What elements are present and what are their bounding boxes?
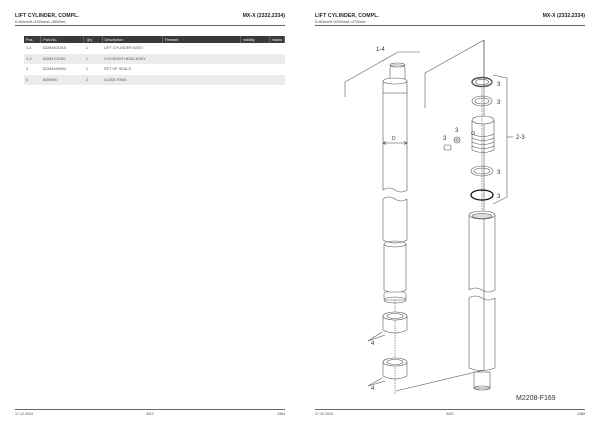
cell-validity xyxy=(241,64,270,75)
callout-seal-3: 3 xyxy=(497,170,501,176)
cell-remark xyxy=(163,43,241,54)
callout-seal-3: 3 xyxy=(497,100,501,106)
cylinder-head-drawing xyxy=(443,74,513,212)
footer-divider xyxy=(15,409,285,410)
footer-page-number: 1365 xyxy=(577,412,585,416)
header-divider xyxy=(315,25,585,26)
callout-seal-3: 3 xyxy=(497,194,501,200)
footer-page-fraction: 8/12 xyxy=(146,412,154,416)
cell-description: GUIDE RING xyxy=(102,74,163,85)
figure-id: M2208-F169 xyxy=(516,395,556,402)
cell-part-no: 52284469904 xyxy=(42,67,67,72)
page-title: LIFT CYLINDER, COMPL. xyxy=(315,13,380,19)
callout-guide-4: 4 xyxy=(371,386,375,392)
cell-qty: 1 xyxy=(85,46,89,51)
drawing-page: LIFT CYLINDER, COMPL. D=50mm/H=3250mm/L=… xyxy=(300,0,600,425)
cell-part-no: 52284401615 xyxy=(42,46,67,51)
model-label: MX-X (2332,2334) xyxy=(542,13,585,19)
bracket-1-4 xyxy=(344,51,420,97)
page-subtitle: D=50mm/H=3250mm/L=3700mm xyxy=(315,19,366,24)
piston-rod-drawing xyxy=(382,62,408,395)
callout-diameter: D xyxy=(392,136,396,142)
cell-pos: 4 xyxy=(24,74,41,85)
cell-marks xyxy=(269,64,284,75)
cell-pos: 1-4 xyxy=(26,46,32,51)
callout-seal-3: 3 xyxy=(455,128,459,134)
cell-remark xyxy=(162,74,241,85)
page-title: LIFT CYLINDER, COMPL. xyxy=(15,13,80,19)
cell-qty: 1 xyxy=(85,67,89,72)
cell-part-no: 8459930 xyxy=(40,74,84,85)
footer-page-fraction: 8/12 xyxy=(446,412,454,416)
footer-divider xyxy=(315,409,585,410)
cell-marks xyxy=(269,53,285,64)
cell-remark xyxy=(163,64,241,75)
callout-seal-3: 3 xyxy=(497,82,501,88)
col-header-validity: validity xyxy=(240,36,270,43)
header-divider xyxy=(15,25,285,26)
cell-qty: 1 xyxy=(83,53,103,64)
callout-seal-3: 3 xyxy=(443,136,447,142)
cylinder-tube-drawing xyxy=(468,210,496,391)
cell-validity xyxy=(241,43,270,54)
cell-qty: 2 xyxy=(83,74,103,85)
col-header-marks: marks xyxy=(269,36,286,43)
table-row: 3 52284469904 1 SET OF SEALS xyxy=(24,64,285,75)
col-header-part-no: Part-No. xyxy=(40,36,85,43)
cell-validity xyxy=(240,74,270,85)
cell-marks xyxy=(269,43,284,54)
guide-ring-drawing xyxy=(367,311,408,387)
cell-part-no: 52284701001 xyxy=(40,53,84,64)
cell-marks xyxy=(269,74,285,85)
cell-validity xyxy=(240,53,270,64)
col-header-description: Description xyxy=(102,36,164,43)
parts-table: Pos Part-No. Qty Description Remark vali… xyxy=(24,36,286,85)
table-header-row: Pos Part-No. Qty Description Remark vali… xyxy=(24,36,286,43)
table-row: 4 8459930 2 GUIDE RING xyxy=(24,74,285,85)
callout-1-4: 1-4 xyxy=(376,47,385,53)
col-header-pos: Pos xyxy=(24,36,42,43)
callout-2-3: 2-3 xyxy=(516,135,525,141)
cell-description: LIFT CYLINDER ASSY. xyxy=(104,46,144,51)
callout-guide-4: 4 xyxy=(371,341,375,347)
col-header-remark: Remark xyxy=(162,36,242,43)
col-header-qty: Qty xyxy=(83,36,103,43)
cell-pos: 2-3 xyxy=(24,53,41,64)
cell-pos: 3 xyxy=(26,67,29,72)
model-label: MX-X (2332,2334) xyxy=(242,13,285,19)
exploded-view-drawing: 1-4 D 3 3 3 3 3 3 2-3 4 4 M2208-F169 xyxy=(344,39,556,402)
footer-date: 17.12.2024 xyxy=(15,412,33,416)
table-row: 1-4 52284401615 1 LIFT CYLINDER ASSY. xyxy=(24,43,285,54)
table-row: 2-3 52284701001 1 CYLINDER HEAD ASSY. xyxy=(24,53,285,64)
footer-date: 17.12.2024 xyxy=(315,412,333,416)
parts-list-page: LIFT CYLINDER, COMPL. D=50mm/H=3150mm/L=… xyxy=(15,13,286,416)
cell-remark xyxy=(162,53,241,64)
cell-description: CYLINDER HEAD ASSY. xyxy=(102,53,163,64)
page-subtitle: D=50mm/H=3150mm/L=3550mm xyxy=(15,19,66,24)
cell-description: SET OF SEALS xyxy=(104,67,131,72)
footer-page-number: 1364 xyxy=(277,412,285,416)
